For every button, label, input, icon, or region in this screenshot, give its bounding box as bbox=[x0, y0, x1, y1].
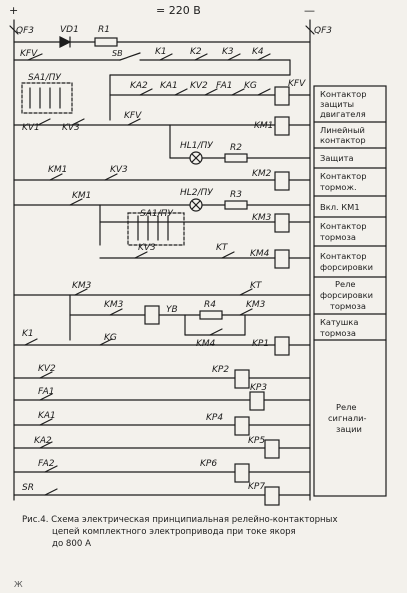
panel-motor-protection-2: защиты bbox=[320, 99, 354, 109]
sa1-top-label: SA1/ПУ bbox=[28, 73, 61, 83]
panel-braking-contactor-1: Контактор bbox=[320, 171, 367, 181]
panel-brake-contactor-2: тормоза bbox=[320, 232, 356, 242]
caption-line-3: до 800 А bbox=[52, 539, 91, 549]
kp4-label: KP4 bbox=[206, 413, 223, 423]
hl1-label: HL1/ПУ bbox=[180, 141, 213, 151]
diode-label: VD1 bbox=[60, 25, 79, 35]
km4-b-label: KM4 bbox=[196, 339, 216, 349]
km1-coil-label: KM1 bbox=[254, 121, 273, 131]
breaker-right-label: QF3 bbox=[314, 26, 332, 36]
kv3-c-label: KV3 bbox=[138, 243, 156, 253]
panel-protection: Защита bbox=[320, 153, 354, 163]
kv1-a-label: KV1 bbox=[22, 123, 40, 133]
kt-a-label: KT bbox=[216, 243, 229, 253]
panel-braking-contactor-2: тормож. bbox=[320, 182, 357, 192]
kg-b-label: KG bbox=[104, 333, 117, 343]
panel-motor-protection-1: Контактор bbox=[320, 89, 367, 99]
km3-b-label: KM3 bbox=[104, 300, 124, 310]
k1-label: K1 bbox=[155, 47, 167, 57]
km2-coil-label: KM2 bbox=[252, 169, 272, 179]
panel-forcing-contactor-2: форсировки bbox=[320, 262, 373, 272]
panel-signal-relay-2: сигнали- bbox=[328, 413, 367, 423]
km3-c-label: KM3 bbox=[246, 300, 266, 310]
figure-caption: Рис.4. Схема электрическая принципиальна… bbox=[18, 514, 403, 550]
panel-brake-contactor-1: Контактор bbox=[320, 221, 367, 231]
km4-coil-label: KM4 bbox=[250, 249, 270, 259]
kp2-label: KP2 bbox=[212, 365, 229, 375]
r2-label: R2 bbox=[230, 143, 242, 153]
resistor-r1-label: R1 bbox=[98, 25, 110, 35]
panel-brake-forcing-relay-3: тормоза bbox=[330, 301, 366, 311]
ka1-b-label: KA1 bbox=[38, 411, 56, 421]
kp7-label: KP7 bbox=[248, 482, 265, 492]
panel-line-contactor-2: контактор bbox=[320, 135, 366, 145]
panel-signal-relay-3: зации bbox=[336, 424, 362, 434]
minus-terminal-label: — bbox=[304, 4, 315, 17]
kg-a-label: KG bbox=[244, 81, 257, 91]
kv3-a-label: KV3 bbox=[62, 123, 80, 133]
kv2-a-label: KV2 bbox=[190, 81, 208, 91]
kp3-label: KP3 bbox=[250, 383, 267, 393]
k4-label: K4 bbox=[252, 47, 264, 57]
plus-terminal-label: + bbox=[9, 4, 18, 17]
panel-brake-forcing-relay-2: форсировки bbox=[320, 290, 373, 300]
panel-brake-forcing-relay-1: Реле bbox=[335, 279, 356, 289]
page-footer-mark: Ж bbox=[14, 580, 23, 589]
fa1-a-label: FA1 bbox=[216, 81, 233, 91]
k1-b-label: K1 bbox=[22, 329, 34, 339]
supply-voltage-label: = 220 В bbox=[156, 4, 201, 17]
sr-label: SR bbox=[22, 483, 34, 493]
k3-label: K3 bbox=[222, 47, 234, 57]
sb-label: SB bbox=[112, 49, 123, 58]
caption-line-1: Рис.4. Схема электрическая принципиальна… bbox=[22, 515, 338, 525]
km3-a-label: KM3 bbox=[72, 281, 92, 291]
hl2-label: HL2/ПУ bbox=[180, 188, 213, 198]
kfv-top-label: KFV bbox=[20, 49, 38, 59]
panel-motor-protection-3: двигателя bbox=[320, 109, 366, 119]
kfv-b-label: KFV bbox=[124, 111, 142, 121]
fa1-b-label: FA1 bbox=[38, 387, 55, 397]
sa1-mid-label: SA1/ПУ bbox=[140, 209, 173, 219]
ka1-a-label: KA1 bbox=[160, 81, 178, 91]
fa2-label: FA2 bbox=[38, 459, 55, 469]
km3-coil-label: KM3 bbox=[252, 213, 272, 223]
panel-brake-coil-1: Катушка bbox=[320, 317, 358, 327]
breaker-left-label: QF3 bbox=[16, 26, 34, 36]
caption-line-2: цепей комплектного электропривода при то… bbox=[52, 527, 296, 537]
kp1-label: KP1 bbox=[252, 339, 269, 349]
r3-label: R3 bbox=[230, 190, 242, 200]
panel-forcing-contactor-1: Контактор bbox=[320, 251, 367, 261]
r4-label: R4 bbox=[204, 300, 216, 310]
panel-brake-coil-2: тормоза bbox=[320, 328, 356, 338]
kp6-label: KP6 bbox=[200, 459, 217, 469]
ka2-a-label: KA2 bbox=[130, 81, 148, 91]
kt-b-label: KT bbox=[250, 281, 263, 291]
kv3-b-label: KV3 bbox=[110, 165, 128, 175]
panel-signal-relay-1: Реле bbox=[336, 402, 357, 412]
km1-c-label: KM1 bbox=[72, 191, 91, 201]
kv2-b-label: KV2 bbox=[38, 364, 56, 374]
kfv-coil-label: KFV bbox=[288, 79, 306, 89]
panel-km1-on: Вкл. КМ1 bbox=[320, 202, 360, 212]
km1-b-label: KM1 bbox=[48, 165, 67, 175]
yb-label: YB bbox=[166, 305, 178, 315]
panel-line-contactor-1: Линейный bbox=[320, 125, 365, 135]
kp5-label: KP5 bbox=[248, 436, 265, 446]
ka2-b-label: KA2 bbox=[34, 436, 52, 446]
k2-label: K2 bbox=[190, 47, 202, 57]
